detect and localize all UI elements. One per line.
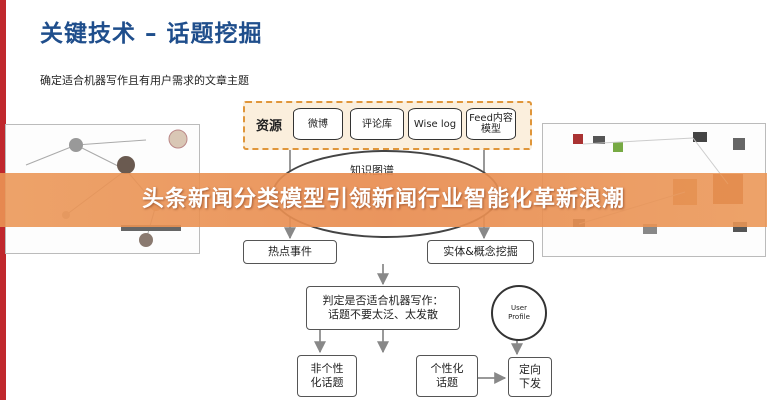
headline-banner [0,173,767,227]
decision-line-1: 判定是否适合机器写作： [322,294,444,307]
resource-wise-log: Wise log [408,108,462,140]
user-profile-circle: User Profile [491,285,547,341]
resource-feed-model: Feed内容模型 [466,108,516,140]
personal-topic-box: 个性化 话题 [416,355,478,397]
targeted-line-2: 下发 [519,377,541,390]
user-profile-line-1: User [511,304,527,312]
user-profile-line-2: Profile [508,313,530,321]
non-personal-topic-box: 非个性 化话题 [297,355,357,397]
resource-weibo: 微博 [293,108,343,140]
non-personal-line-2: 化话题 [310,376,344,389]
decision-box: 判定是否适合机器写作： 话题不要太泛、太发散 [306,286,460,330]
resource-comments: 评论库 [350,108,404,140]
decision-line-2: 话题不要太泛、太发散 [328,308,438,321]
entity-mining-box: 实体&概念挖掘 [427,240,534,264]
personal-line-2: 话题 [436,376,458,389]
slide-title: 关键技术 – 话题挖掘 [40,21,263,47]
slide-subtitle: 确定适合机器写作且有用户需求的文章主题 [40,74,249,87]
personal-line-1: 个性化 [430,362,464,375]
targeted-line-1: 定向 [519,363,541,376]
targeted-delivery-box: 定向 下发 [508,357,552,397]
hot-events-box: 热点事件 [243,240,337,264]
resources-label: 资源 [256,119,283,134]
headline-banner-text: 头条新闻分类模型引领新闻行业智能化革新浪潮 [141,187,625,212]
non-personal-line-1: 非个性 [310,362,344,375]
